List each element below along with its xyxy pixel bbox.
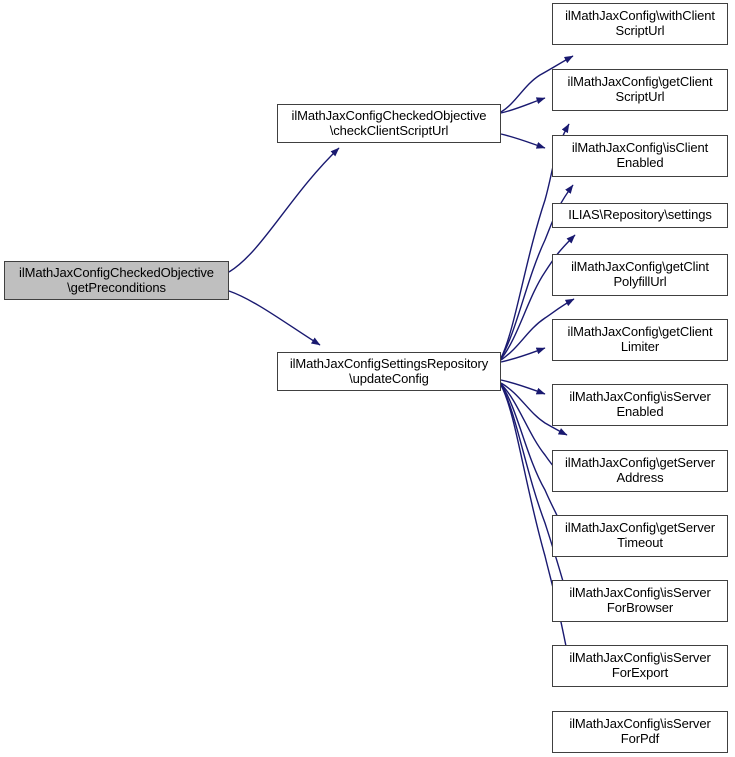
node-label: ilMathJaxConfig\getClient ScriptUrl (567, 74, 713, 104)
node-label: ilMathJaxConfig\isServer ForExport (569, 650, 711, 680)
node-label: ilMathJaxConfigCheckedObjective \checkCl… (291, 107, 487, 138)
node-get-server-address[interactable]: ilMathJaxConfig\getServer Address (552, 450, 728, 492)
edge-get-preconditions-to-update-config (228, 290, 321, 346)
node-label: ilMathJaxConfig\isClient Enabled (571, 140, 709, 170)
node-label: ilMathJaxConfig\isServer ForPdf (569, 716, 711, 746)
node-is-client-enabled[interactable]: ilMathJaxConfig\isClient Enabled (552, 135, 728, 177)
node-get-preconditions[interactable]: ilMathJaxConfigCheckedObjective \getPrec… (4, 261, 229, 300)
node-get-server-timeout[interactable]: ilMathJaxConfig\getServer Timeout (552, 515, 728, 557)
node-ilias-repository-settings[interactable]: ILIAS\Repository\settings (552, 203, 728, 228)
edge-check-client-script-url-to-is-client-enabled (500, 133, 546, 149)
node-label: ilMathJaxConfig\getClient Limiter (567, 324, 713, 354)
edge-check-client-script-url-to-get-client-script-url (500, 97, 546, 114)
node-is-server-for-browser[interactable]: ilMathJaxConfig\isServer ForBrowser (552, 580, 728, 622)
node-label: ilMathJaxConfig\isServer ForBrowser (569, 585, 711, 615)
edge-get-preconditions-to-check-client-script-url (228, 147, 340, 273)
node-label: ilMathJaxConfig\getClint PolyfillUrl (571, 259, 709, 289)
node-update-config[interactable]: ilMathJaxConfigSettingsRepository \updat… (277, 352, 501, 391)
node-get-client-script-url[interactable]: ilMathJaxConfig\getClient ScriptUrl (552, 69, 728, 111)
edge-update-config-to-ilias-repository-settings (500, 234, 576, 360)
node-is-server-for-export[interactable]: ilMathJaxConfig\isServer ForExport (552, 645, 728, 687)
node-label: ilMathJaxConfigCheckedObjective \getPrec… (19, 264, 214, 295)
node-get-clint-polyfill-url[interactable]: ilMathJaxConfig\getClint PolyfillUrl (552, 254, 728, 296)
edge-update-config-to-is-server-for-export (500, 384, 575, 617)
node-check-client-script-url[interactable]: ilMathJaxConfigCheckedObjective \checkCl… (277, 104, 501, 143)
node-label: ilMathJaxConfig\isServer Enabled (569, 389, 711, 419)
edge-check-client-script-url-to-with-client-script-url (500, 55, 574, 113)
node-label: ilMathJaxConfigSettingsRepository \updat… (289, 355, 489, 386)
node-label: ILIAS\Repository\settings (568, 207, 712, 223)
edge-update-config-to-get-server-address (500, 382, 568, 436)
node-label: ilMathJaxConfig\withClient ScriptUrl (565, 8, 715, 38)
node-is-server-for-pdf[interactable]: ilMathJaxConfig\isServer ForPdf (552, 711, 728, 753)
edge-update-config-to-get-clint-polyfill-url (500, 298, 575, 361)
node-is-server-enabled[interactable]: ilMathJaxConfig\isServer Enabled (552, 384, 728, 426)
node-label: ilMathJaxConfig\getServer Address (565, 455, 715, 485)
edge-update-config-to-is-server-enabled (500, 379, 546, 395)
node-get-client-limiter[interactable]: ilMathJaxConfig\getClient Limiter (552, 319, 728, 361)
node-with-client-script-url[interactable]: ilMathJaxConfig\withClient ScriptUrl (552, 3, 728, 45)
edge-update-config-to-get-client-limiter (500, 347, 546, 363)
node-label: ilMathJaxConfig\getServer Timeout (565, 520, 715, 550)
